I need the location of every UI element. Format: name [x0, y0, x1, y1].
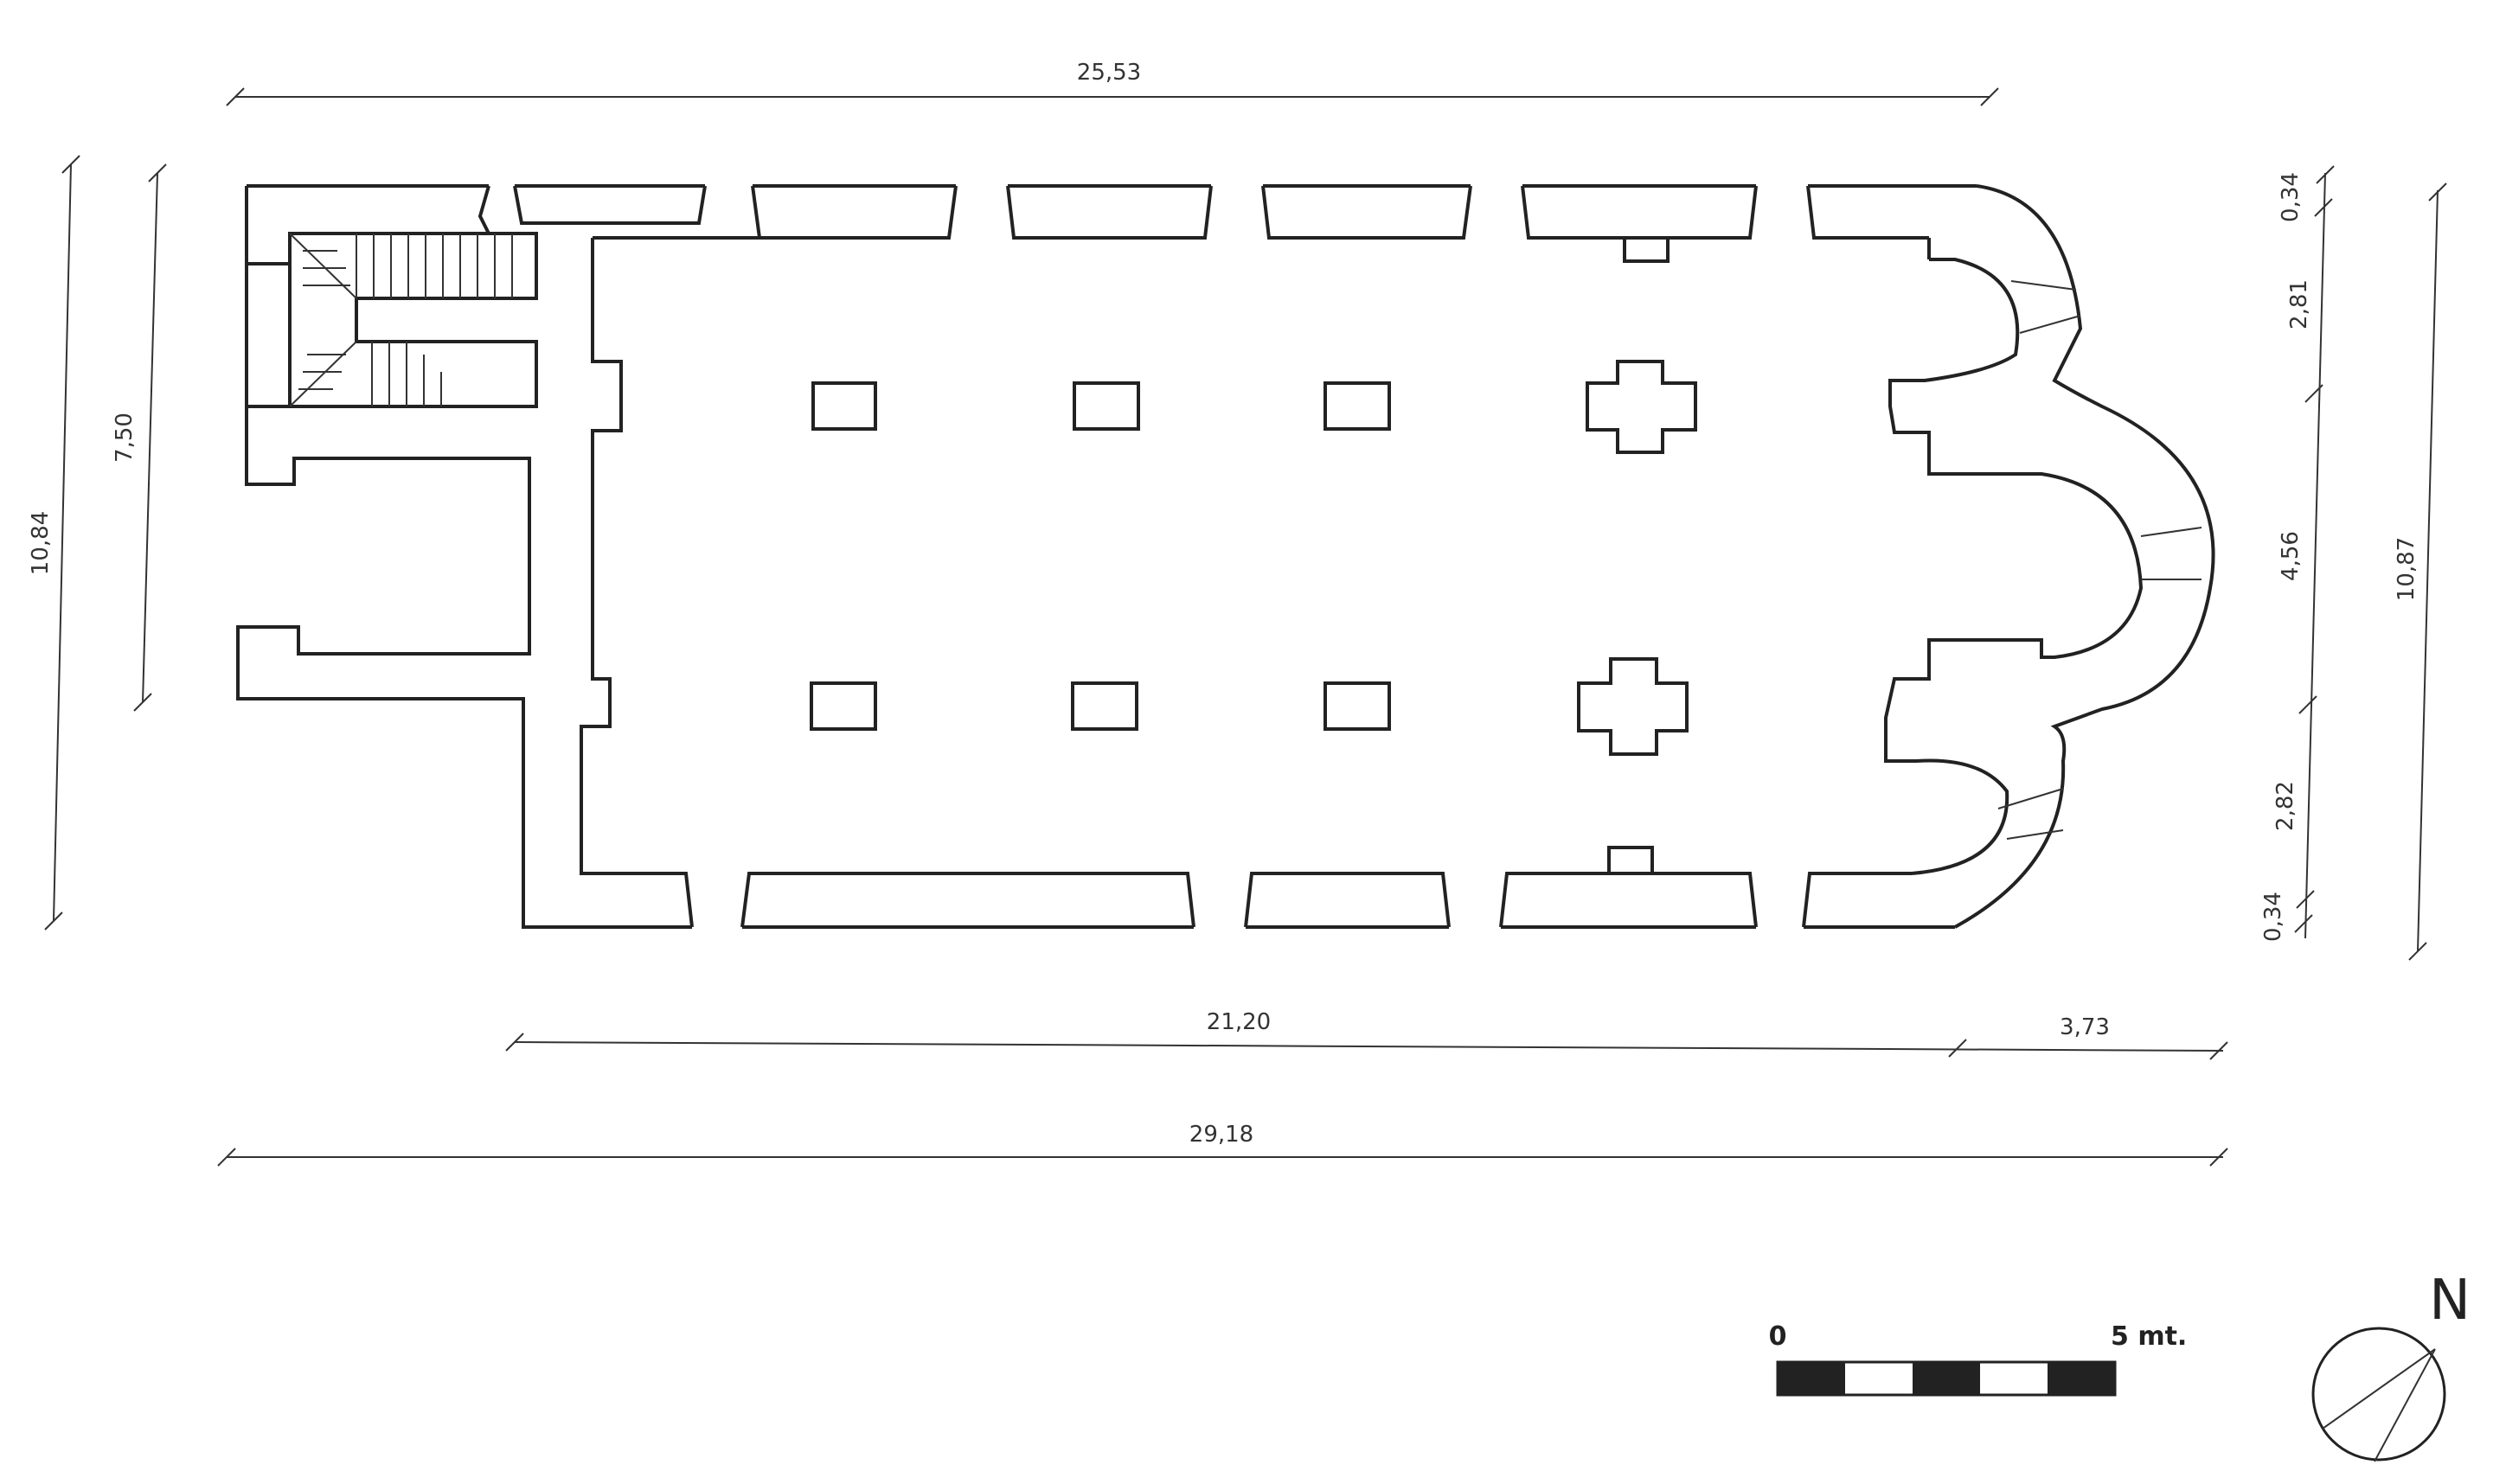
dim-right-total: 10,87 — [2394, 537, 2419, 601]
east-triconch-outer — [1954, 184, 2215, 929]
pier-south-3 — [1324, 681, 1391, 731]
scale-bar: 0 5 mt. — [1769, 1321, 2187, 1397]
dim-line-left-inner — [142, 172, 158, 703]
apse-window-south — [1997, 788, 2064, 840]
dim-left-inner: 7,50 — [112, 413, 138, 463]
dim-top-length: 25,53 — [1077, 60, 1141, 86]
scale-start-label: 0 — [1769, 1321, 1787, 1352]
pilaster-south — [1607, 846, 1654, 873]
scale-end-label: 5 mt. — [2111, 1321, 2187, 1352]
dim-bottom-total: 29,18 — [1189, 1122, 1253, 1148]
dim-line-right-total — [2417, 189, 2439, 952]
north-label: N — [2429, 1269, 2471, 1333]
dim-right-seg-1: 0,34 — [2278, 172, 2304, 222]
pilaster-north — [1623, 238, 1670, 263]
pier-north-2 — [1073, 381, 1140, 431]
pier-north-1 — [811, 381, 877, 431]
dim-line-left-outer — [53, 163, 72, 922]
dim-right-seg-4: 2,82 — [2272, 781, 2298, 831]
outer-wall-west — [236, 186, 692, 929]
narthex-rooms — [247, 232, 538, 408]
pier-south-cross — [1577, 657, 1689, 756]
north-wall-segments — [477, 185, 1929, 240]
nave-piers — [810, 360, 1697, 756]
pier-north-3 — [1324, 381, 1391, 431]
pier-north-cross — [1586, 360, 1697, 454]
south-wall-segments — [581, 872, 1912, 928]
dim-line-right-segments — [2304, 172, 2326, 939]
dimension-lines: 25,53 21,20 3,73 29,18 10,84 7,50 0,34 2… — [28, 60, 2447, 1167]
north-arrow: N — [2311, 1269, 2471, 1462]
dim-right-seg-2: 2,81 — [2286, 279, 2312, 329]
dim-line-bottom-nave — [514, 1041, 2224, 1052]
dim-left-outer: 10,84 — [28, 511, 54, 575]
apse-window-center — [2140, 527, 2202, 580]
apse-window-north — [2010, 280, 2081, 334]
dim-right-seg-5: 0,34 — [2260, 892, 2286, 942]
building-walls — [236, 184, 2215, 929]
pier-south-1 — [810, 681, 877, 731]
staircase-treads — [289, 233, 513, 407]
dim-bottom-nave: 21,20 — [1207, 1009, 1271, 1035]
east-triconch-inner — [1884, 258, 2144, 875]
staircase-enclosure — [288, 232, 538, 408]
dim-right-seg-3: 4,56 — [2278, 531, 2304, 581]
dim-bottom-apse: 3,73 — [2060, 1014, 2110, 1040]
narthex-room-wall — [247, 262, 290, 408]
nave-inner-wall — [580, 236, 1931, 875]
pier-south-2 — [1071, 681, 1138, 731]
